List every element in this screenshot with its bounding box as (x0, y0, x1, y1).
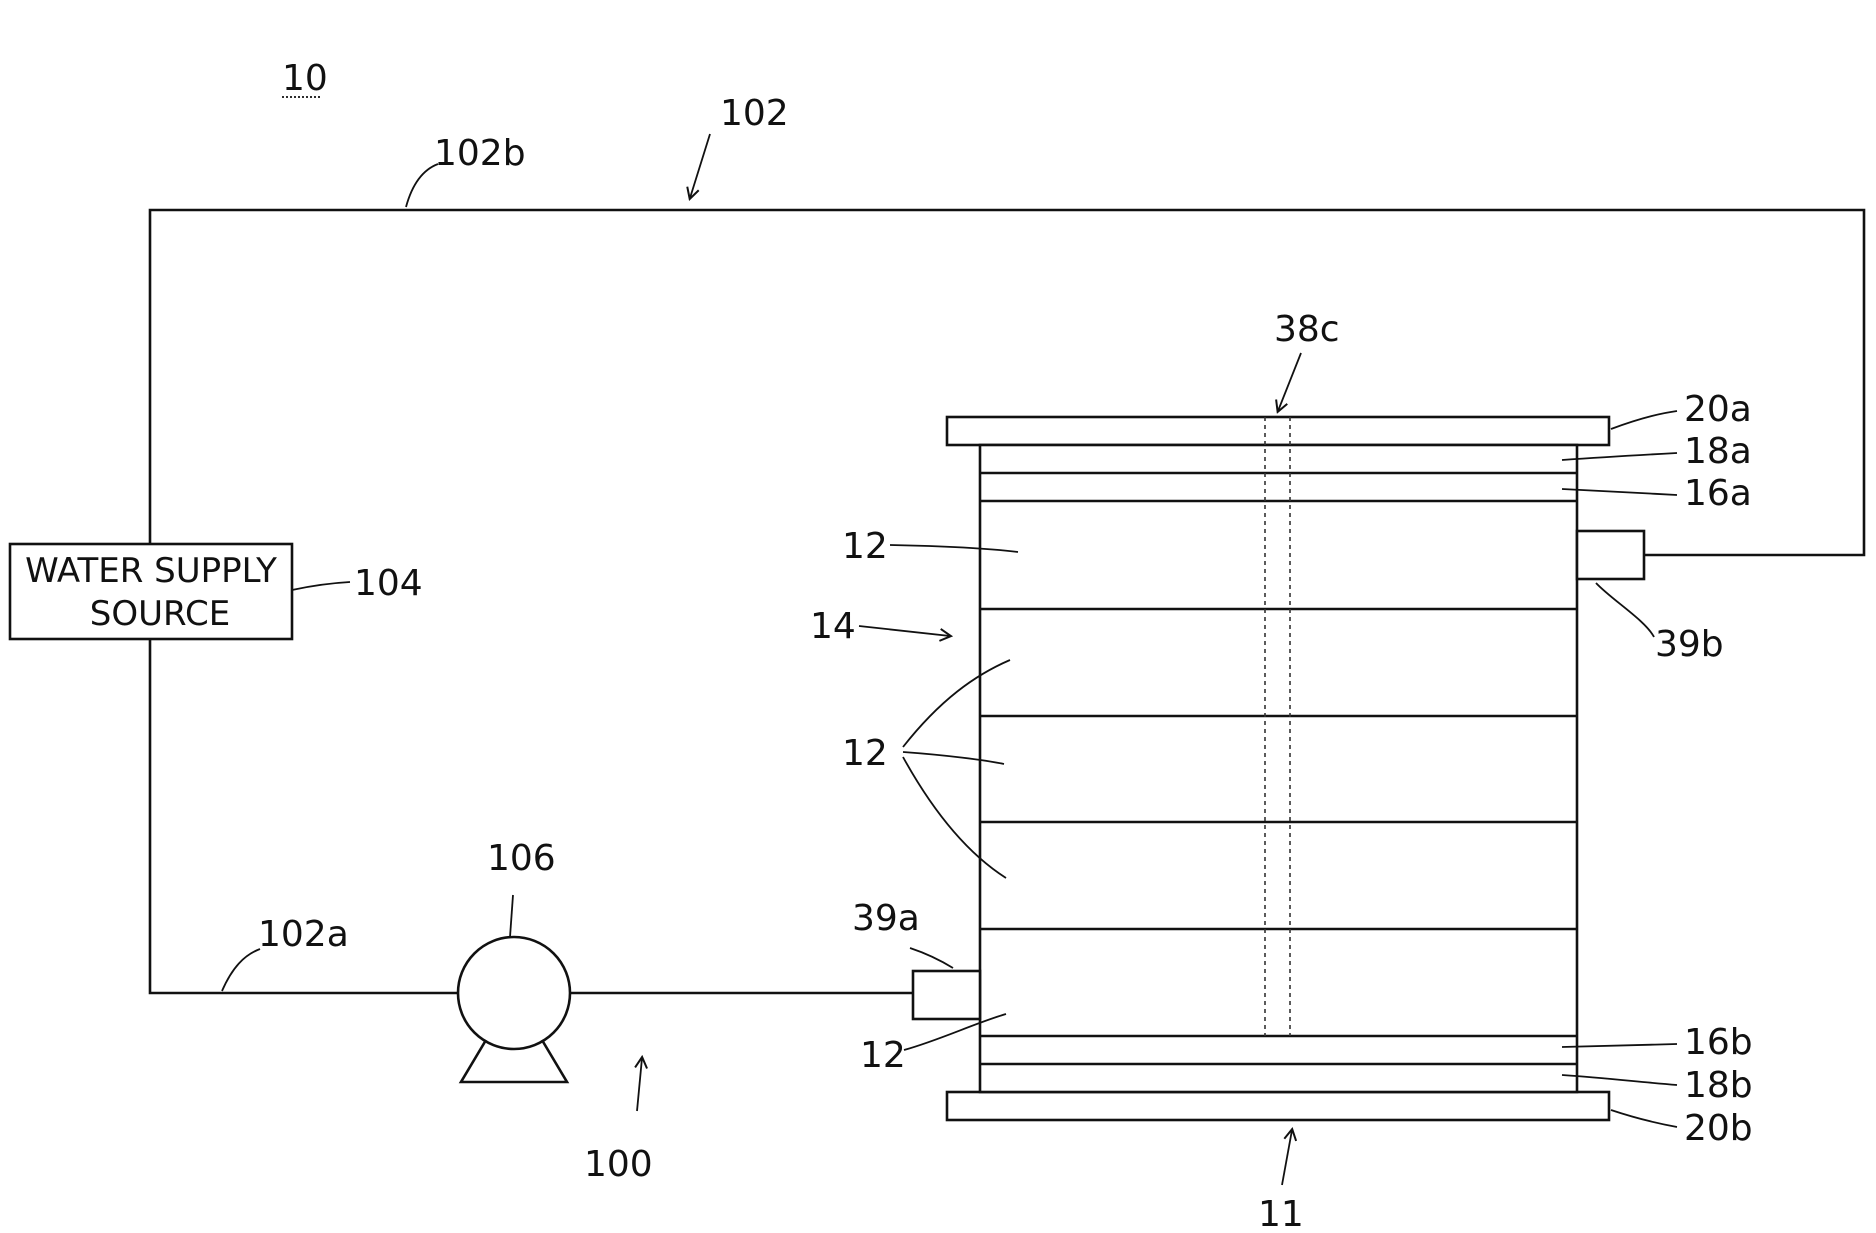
label-100: 100 (584, 1144, 653, 1185)
leader-18b (1562, 1075, 1677, 1085)
end-plate-bottom (947, 1092, 1609, 1120)
label-102: 102 (720, 93, 789, 134)
arrow-11 (1282, 1130, 1292, 1185)
leader-16a (1562, 489, 1677, 495)
arrow-100 (637, 1058, 642, 1111)
arrow-102 (690, 134, 710, 198)
water-supply-source-box: WATER SUPPLY SOURCE (10, 544, 292, 639)
leader-39b (1596, 583, 1654, 637)
fuel-cell-stack (913, 417, 1644, 1120)
label-14: 14 (810, 606, 856, 647)
leader-18a (1562, 453, 1677, 460)
label-106: 106 (487, 838, 556, 879)
label-20b: 20b (1684, 1108, 1753, 1149)
label-39b: 39b (1655, 624, 1724, 665)
arrow-38c (1278, 353, 1301, 411)
end-plate-top (947, 417, 1609, 445)
label-102a: 102a (258, 914, 349, 955)
leader-104 (292, 582, 350, 590)
pump-symbol (458, 937, 570, 1082)
label-18a: 18a (1684, 431, 1752, 472)
label-39a: 39a (852, 898, 920, 939)
arrow-14 (859, 626, 950, 636)
stack-body (980, 445, 1577, 1092)
label-18b: 18b (1684, 1065, 1753, 1106)
label-20a: 20a (1684, 389, 1752, 430)
coolant-inlet-port (913, 971, 980, 1019)
label-38c: 38c (1274, 309, 1340, 350)
label-12-bottom: 12 (860, 1035, 906, 1076)
water-supply-label-line1: WATER SUPPLY (25, 551, 277, 591)
leader-20b (1611, 1110, 1677, 1127)
label-12-top: 12 (842, 526, 888, 567)
leader-106 (510, 895, 513, 937)
leader-102a (222, 949, 260, 991)
label-11: 11 (1258, 1194, 1304, 1233)
label-16b: 16b (1684, 1022, 1753, 1063)
label-12-middle: 12 (842, 733, 888, 774)
figure-reference-label: 10 (282, 58, 328, 99)
leader-20a (1611, 411, 1677, 429)
label-102b: 102b (434, 133, 526, 174)
label-16a: 16a (1684, 473, 1752, 514)
water-supply-label-line2: SOURCE (90, 594, 230, 634)
leader-16b (1562, 1044, 1677, 1047)
leader-39a (910, 948, 953, 968)
coolant-outlet-port (1577, 531, 1644, 579)
label-104: 104 (354, 563, 423, 604)
